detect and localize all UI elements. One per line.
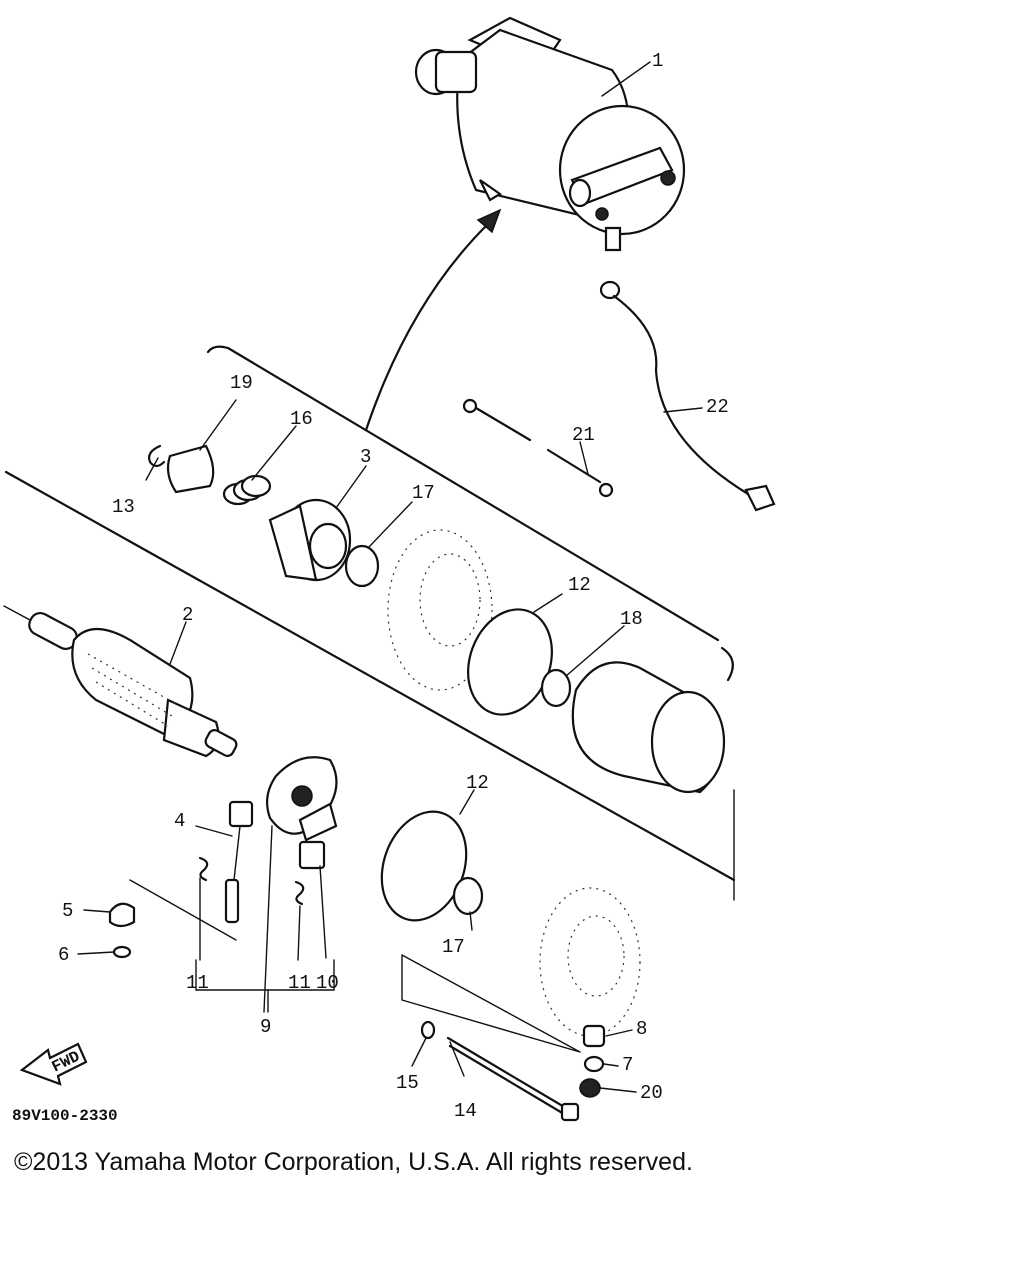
cap	[108, 902, 136, 928]
label-14: 14	[454, 1100, 477, 1122]
label-16: 16	[290, 408, 313, 430]
assembly-arrow	[364, 208, 502, 432]
label-17-upper: 17	[412, 482, 435, 504]
through-bolt	[446, 1036, 580, 1122]
label-12-lower: 12	[466, 772, 489, 794]
label-4: 4	[174, 810, 185, 832]
o-ring-lower	[452, 876, 484, 916]
small-washer	[112, 945, 132, 959]
yoke	[571, 661, 726, 794]
pinion-clutch	[268, 498, 352, 582]
label-2: 2	[182, 604, 193, 626]
starter-motor-assembly	[414, 16, 686, 252]
label-10: 10	[316, 972, 339, 994]
label-21: 21	[572, 424, 595, 446]
label-13: 13	[112, 496, 135, 518]
label-5: 5	[62, 900, 73, 922]
brush-springs	[198, 856, 305, 906]
rear-cover-outline	[539, 887, 641, 1037]
label-22: 22	[706, 396, 729, 418]
fwd-arrow: FWD	[19, 1042, 88, 1086]
label-11-left: 11	[186, 972, 209, 994]
circlip	[148, 444, 166, 468]
lead-wires	[462, 280, 776, 512]
label-17-lower: 17	[442, 936, 465, 958]
label-20: 20	[640, 1082, 663, 1104]
label-3: 3	[360, 446, 371, 468]
o-ring-upper	[344, 544, 380, 588]
label-12-upper: 12	[568, 574, 591, 596]
part-number-labels: 1 2 3 4 5 6 7 8 9 10 11 11 12 12 13 14 1…	[58, 50, 729, 1122]
spring	[222, 474, 272, 506]
leader-lines	[77, 61, 703, 1093]
figure-code: 89V100-2330	[12, 1107, 118, 1125]
label-7: 7	[622, 1054, 633, 1076]
washer-15	[420, 1020, 436, 1040]
starter-motor-exploded-diagram: 1 2 3 4 5 6 7 8 9 10 11 11 12 12 13 14 1…	[3, 16, 776, 1125]
nut-20	[579, 1078, 601, 1098]
label-6: 6	[58, 944, 69, 966]
washer	[540, 668, 572, 708]
label-15: 15	[396, 1072, 419, 1094]
brushes	[224, 800, 326, 924]
sleeve	[166, 444, 215, 494]
o-ring-large-upper	[467, 608, 553, 716]
nut-8	[582, 1024, 606, 1048]
front-cover-outline	[387, 529, 493, 691]
label-11-right: 11	[288, 972, 311, 994]
label-18: 18	[620, 608, 643, 630]
washer-7	[583, 1055, 605, 1073]
brush-plate	[265, 756, 338, 842]
label-8: 8	[636, 1018, 647, 1040]
armature	[3, 605, 238, 758]
copyright-notice: ©2013 Yamaha Motor Corporation, U.S.A. A…	[14, 1148, 693, 1176]
label-1: 1	[652, 50, 663, 72]
label-9: 9	[260, 1016, 271, 1038]
label-19: 19	[230, 372, 253, 394]
